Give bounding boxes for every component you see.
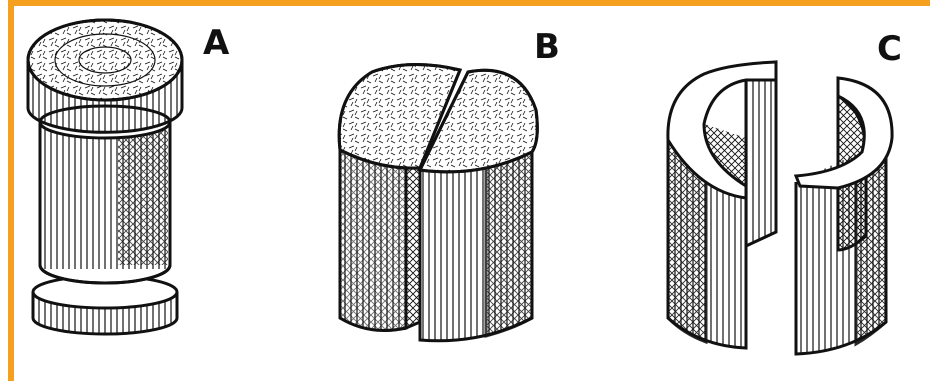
label-a: A: [203, 26, 229, 60]
figure-c-hollow-halves: [668, 62, 892, 354]
label-b: B: [534, 30, 560, 64]
figure-b-split-log: [339, 64, 537, 340]
figure-a-top-disc: [28, 20, 182, 132]
figure-a-bottom-disc: [33, 276, 177, 334]
figure-c-left-shell: [668, 62, 776, 348]
figure-c-right-shell: [796, 78, 892, 354]
figure-a-log: [28, 20, 182, 334]
label-c: C: [877, 32, 902, 66]
